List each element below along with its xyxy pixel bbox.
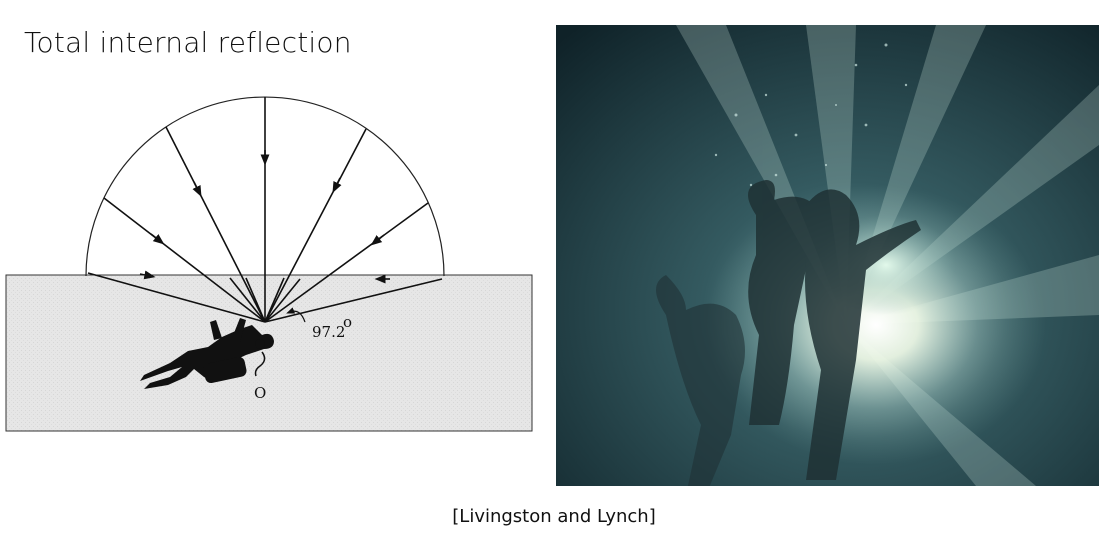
ray-arrowheads [139,150,390,284]
angle-value: 97.2 [312,323,345,341]
water-region [5,274,533,432]
underwater-photo [556,25,1099,486]
angle-pointer [286,307,306,323]
citation-caption: [Livingston and Lynch] [452,506,656,527]
bubbles [714,43,908,187]
total-internal-reflection-diagram: 97.2 o O [5,96,533,432]
diver-silhouettes [656,180,921,486]
light-rays [87,97,443,323]
angle-degree-mark: o [343,313,352,331]
observer-label: O [254,384,266,402]
regulator-hose [254,351,266,377]
diver-silhouette [140,318,274,389]
slide-title: Total internal reflection [24,26,352,59]
